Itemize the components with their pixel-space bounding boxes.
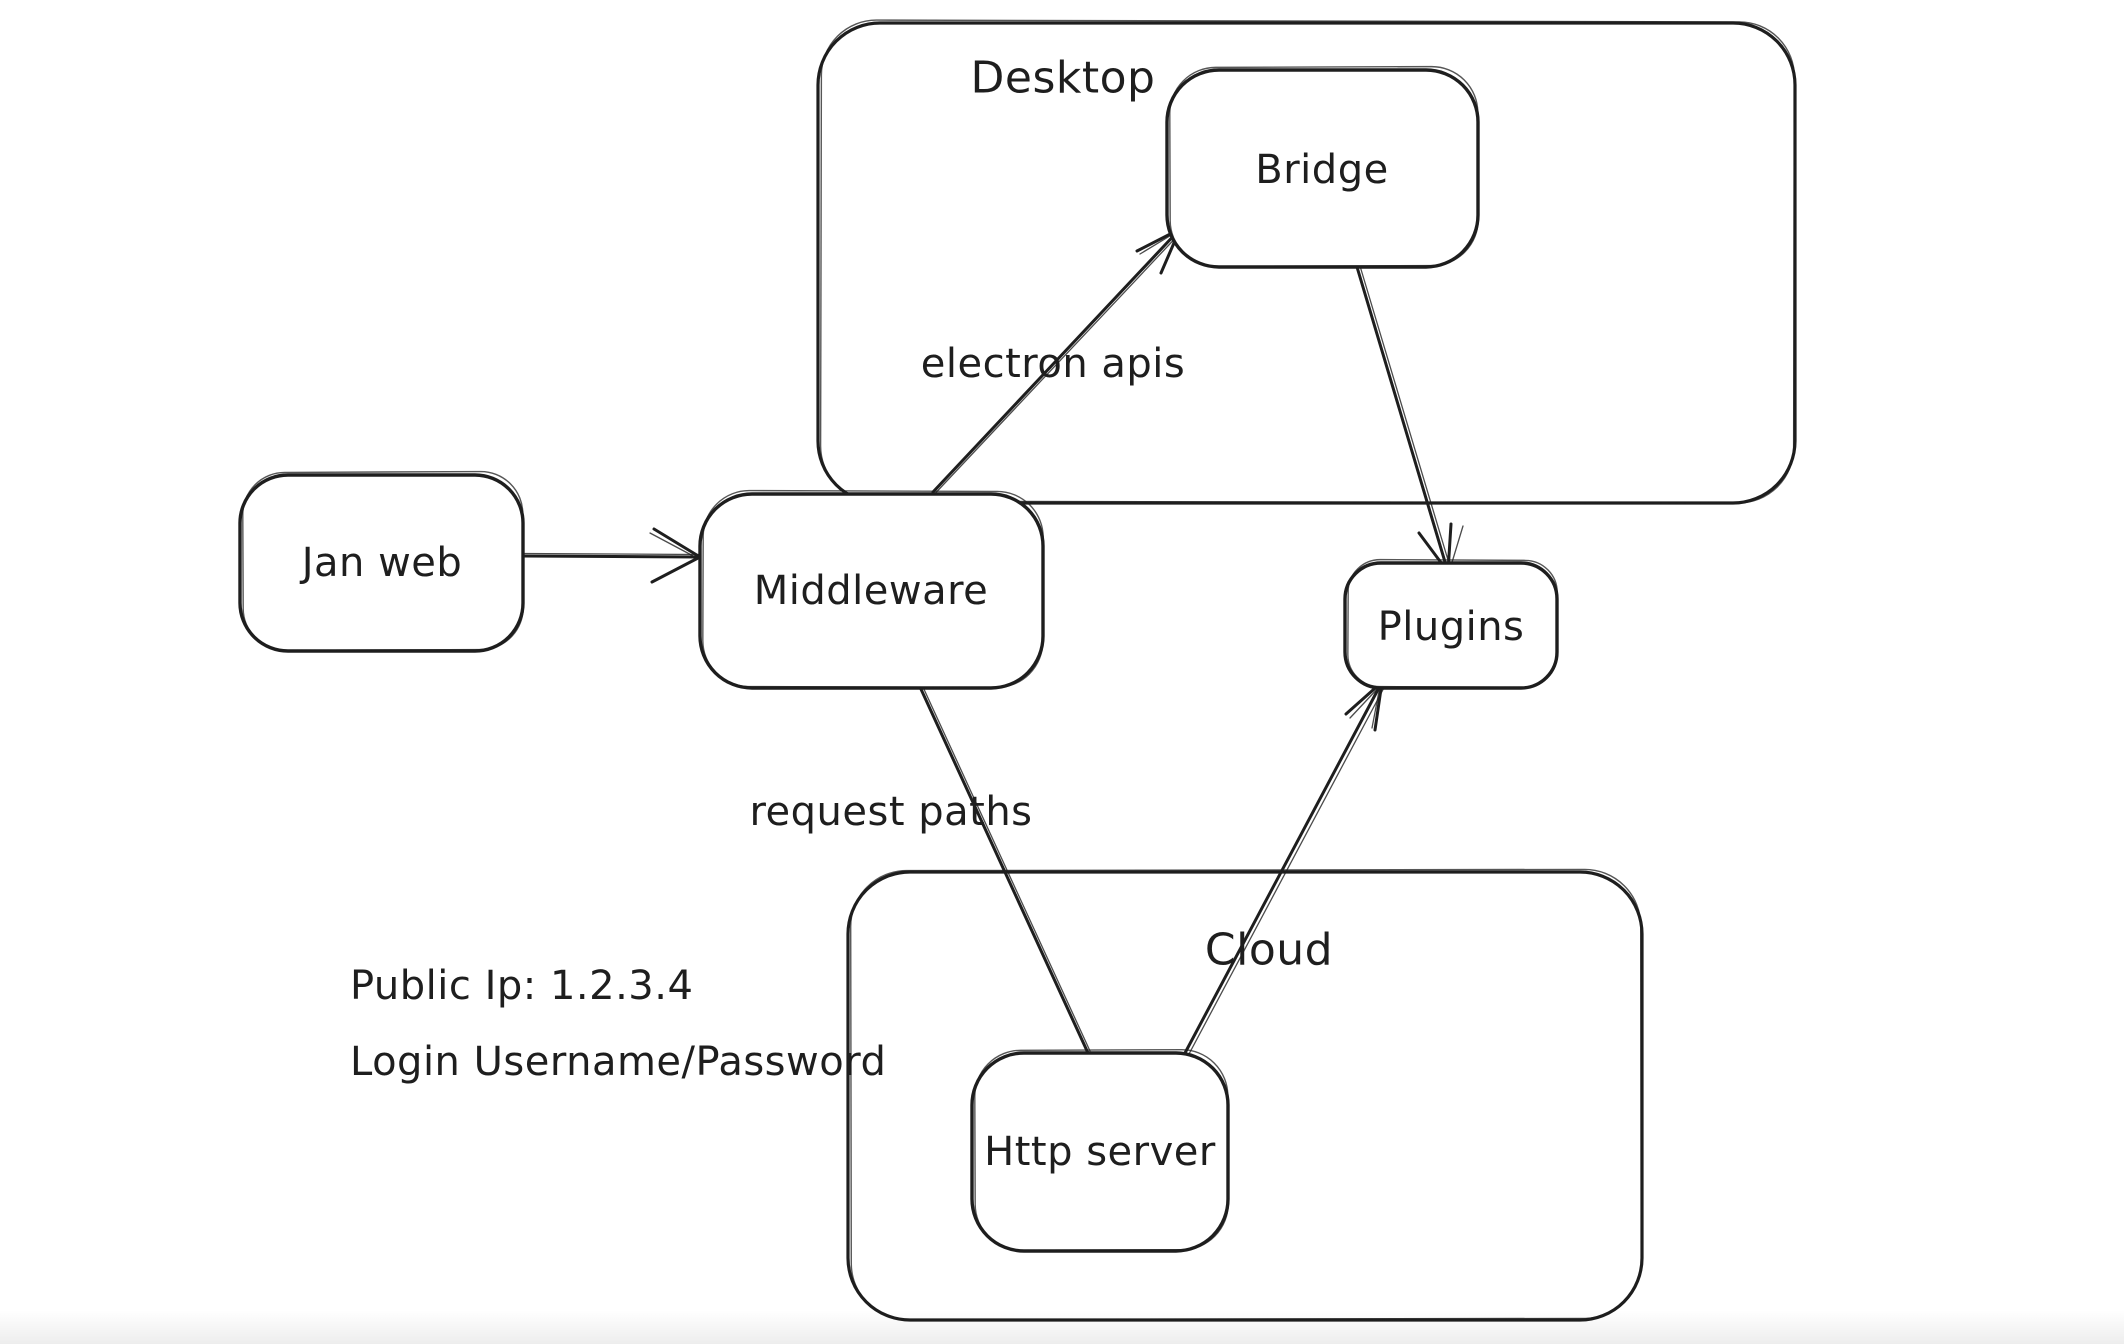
edge-httpserver-plugins-line <box>1183 680 1384 1055</box>
node-middleware[interactable]: Middleware <box>698 489 1045 690</box>
edge-middleware-httpserver-line-echo <box>921 685 1091 1052</box>
edge-middleware-bridge-line <box>931 227 1182 494</box>
cloud-box-sketch-stroke <box>850 868 1642 1321</box>
desktop-box <box>816 21 1797 505</box>
container-cloud[interactable] <box>846 868 1644 1322</box>
annotation-login: Login Username/Password <box>350 1039 886 1085</box>
edge-httpserver-plugins[interactable] <box>1183 678 1387 1055</box>
edge-bridge-plugins[interactable] <box>1355 265 1464 577</box>
bridge-box-sketch-stroke <box>1169 65 1479 268</box>
bridge-label: Bridge <box>1255 147 1388 193</box>
http-server-label: Http server <box>984 1129 1216 1175</box>
desktop-label: Desktop <box>971 53 1156 104</box>
desktop-box-sketch-stroke <box>819 19 1796 504</box>
edge-middleware-httpserver-line <box>918 685 1090 1055</box>
jan-web-box-sketch-stroke <box>242 470 524 652</box>
edge-janweb-middleware[interactable] <box>521 527 704 584</box>
cloud-label[interactable]: Cloud <box>1205 925 1333 976</box>
request-paths-edge-label[interactable]: request paths <box>749 789 1032 835</box>
edge-middleware-httpserver[interactable] <box>918 685 1091 1055</box>
edge-bridge-plugins-line-echo <box>1359 265 1452 571</box>
http-server-box-sketch-stroke <box>974 1049 1229 1251</box>
node-plugins[interactable]: Plugins <box>1343 558 1559 690</box>
middleware-box-sketch-stroke <box>702 489 1044 689</box>
edge-bridge-plugins-line <box>1355 265 1450 574</box>
node-bridge[interactable]: Bridge <box>1165 65 1480 269</box>
annotation-credentials[interactable]: Public Ip: 1.2.3.4 Login Username/Passwo… <box>350 963 886 1085</box>
jan-web-label: Jan web <box>299 540 463 586</box>
middleware-label: Middleware <box>754 568 989 614</box>
edge-janweb-middleware-line-echo <box>524 552 700 556</box>
annotation-public-ip: Public Ip: 1.2.3.4 <box>350 963 693 1009</box>
cloud-box <box>846 870 1644 1322</box>
plugins-label: Plugins <box>1378 604 1525 650</box>
container-desktop[interactable]: Desktop <box>816 19 1797 505</box>
edge-janweb-middleware-line <box>521 554 702 559</box>
plugins-box-sketch-stroke <box>1347 558 1558 689</box>
node-jan-web[interactable]: Jan web <box>238 470 525 653</box>
edge-janweb-middleware-arrowhead-echo <box>649 532 698 559</box>
electron-apis-edge-label[interactable]: electron apis <box>921 341 1185 387</box>
edge-httpserver-plugins-line-echo <box>1188 683 1387 1055</box>
node-http-server[interactable]: Http server <box>970 1049 1230 1253</box>
edge-middleware-bridge-line-echo <box>934 230 1183 494</box>
